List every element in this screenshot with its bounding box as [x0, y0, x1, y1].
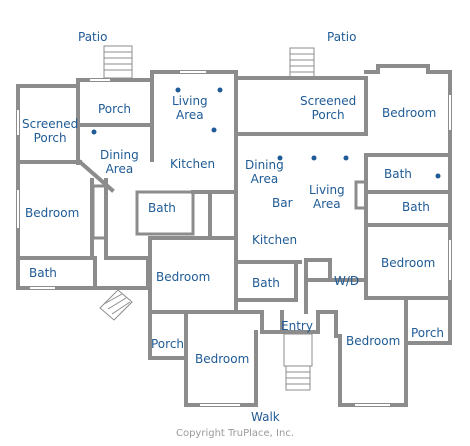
room-label-patio-left: Patio	[78, 30, 108, 44]
room-label-bath-right-1: Bath	[384, 167, 412, 181]
room-label-porch-bottom-right: Porch	[411, 326, 445, 340]
room-label-kitchen-right: Kitchen	[252, 233, 298, 247]
room-label-porch-top: Porch	[98, 102, 132, 116]
room-label-bedroom-left: Bedroom	[25, 206, 80, 220]
room-label-bath-bottom-left: Bath	[29, 266, 57, 280]
room-label-bath-center: Bath	[252, 276, 280, 290]
room-label-bedroom-right-mid: Bedroom	[381, 256, 436, 270]
copyright-text: Copyright TruPlace, Inc.	[175, 428, 295, 439]
room-label-bedroom-center: Bedroom	[156, 270, 211, 284]
room-label-porch-bottom-left: Porch	[151, 337, 185, 351]
room-label-bath-mid: Bath	[148, 201, 176, 215]
room-label-dining-area-left: Dining Area	[100, 148, 139, 176]
room-label-living-area-left: Living Area	[172, 94, 208, 122]
room-label-bedroom-bottom-center: Bedroom	[195, 352, 250, 366]
room-label-living-area-right: Living Area	[309, 183, 345, 211]
room-label-bath-right-2: Bath	[402, 200, 430, 214]
room-label-screened-porch-left: Screened Porch	[22, 117, 79, 145]
room-label-kitchen-left: Kitchen	[170, 157, 216, 171]
room-label-entry: Entry	[281, 319, 313, 333]
room-label-bedroom-top-right: Bedroom	[382, 106, 437, 120]
room-label-wd: W/D	[334, 274, 360, 288]
room-label-bedroom-bottom-right: Bedroom	[346, 334, 401, 348]
room-label-dining-area-right: Dining Area	[245, 158, 284, 186]
room-label-screened-porch-top: Screened Porch	[300, 94, 357, 122]
room-label-bar: Bar	[272, 196, 293, 210]
room-label-patio-right: Patio	[327, 30, 357, 44]
room-label-walk: Walk	[251, 410, 280, 424]
